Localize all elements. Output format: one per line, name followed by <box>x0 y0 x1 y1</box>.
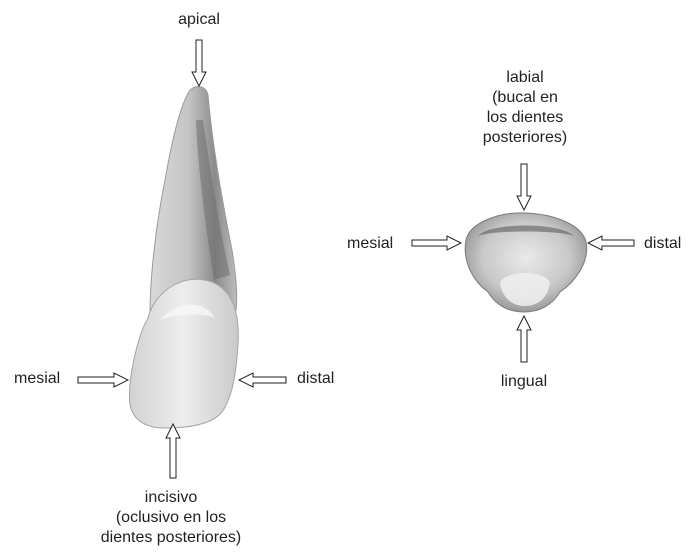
mesial-arrow-right <box>412 236 461 250</box>
distal-arrow-right <box>588 236 634 250</box>
mesial-arrow-left <box>78 373 128 387</box>
mesial-label-left: mesial <box>14 369 60 389</box>
tooth-crown <box>129 279 238 428</box>
distal-arrow-left <box>239 373 286 387</box>
lingual-label: lingual <box>501 372 547 392</box>
incisal-arrow <box>166 424 180 478</box>
distal-label-right: distal <box>644 234 681 254</box>
labial-arrow <box>517 164 531 210</box>
mesial-label-right: mesial <box>347 234 393 254</box>
distal-label-left: distal <box>297 369 334 389</box>
lingual-arrow <box>517 316 531 362</box>
incisor-side-view <box>129 87 238 428</box>
apical-arrow <box>192 40 206 86</box>
incisal-label: incisivo (oclusivo en los dientes poster… <box>101 488 242 548</box>
labial-label: labial (bucal en los dientes posteriores… <box>483 68 567 148</box>
tooth-occlusal-view <box>465 213 586 312</box>
apical-label: apical <box>178 10 220 30</box>
